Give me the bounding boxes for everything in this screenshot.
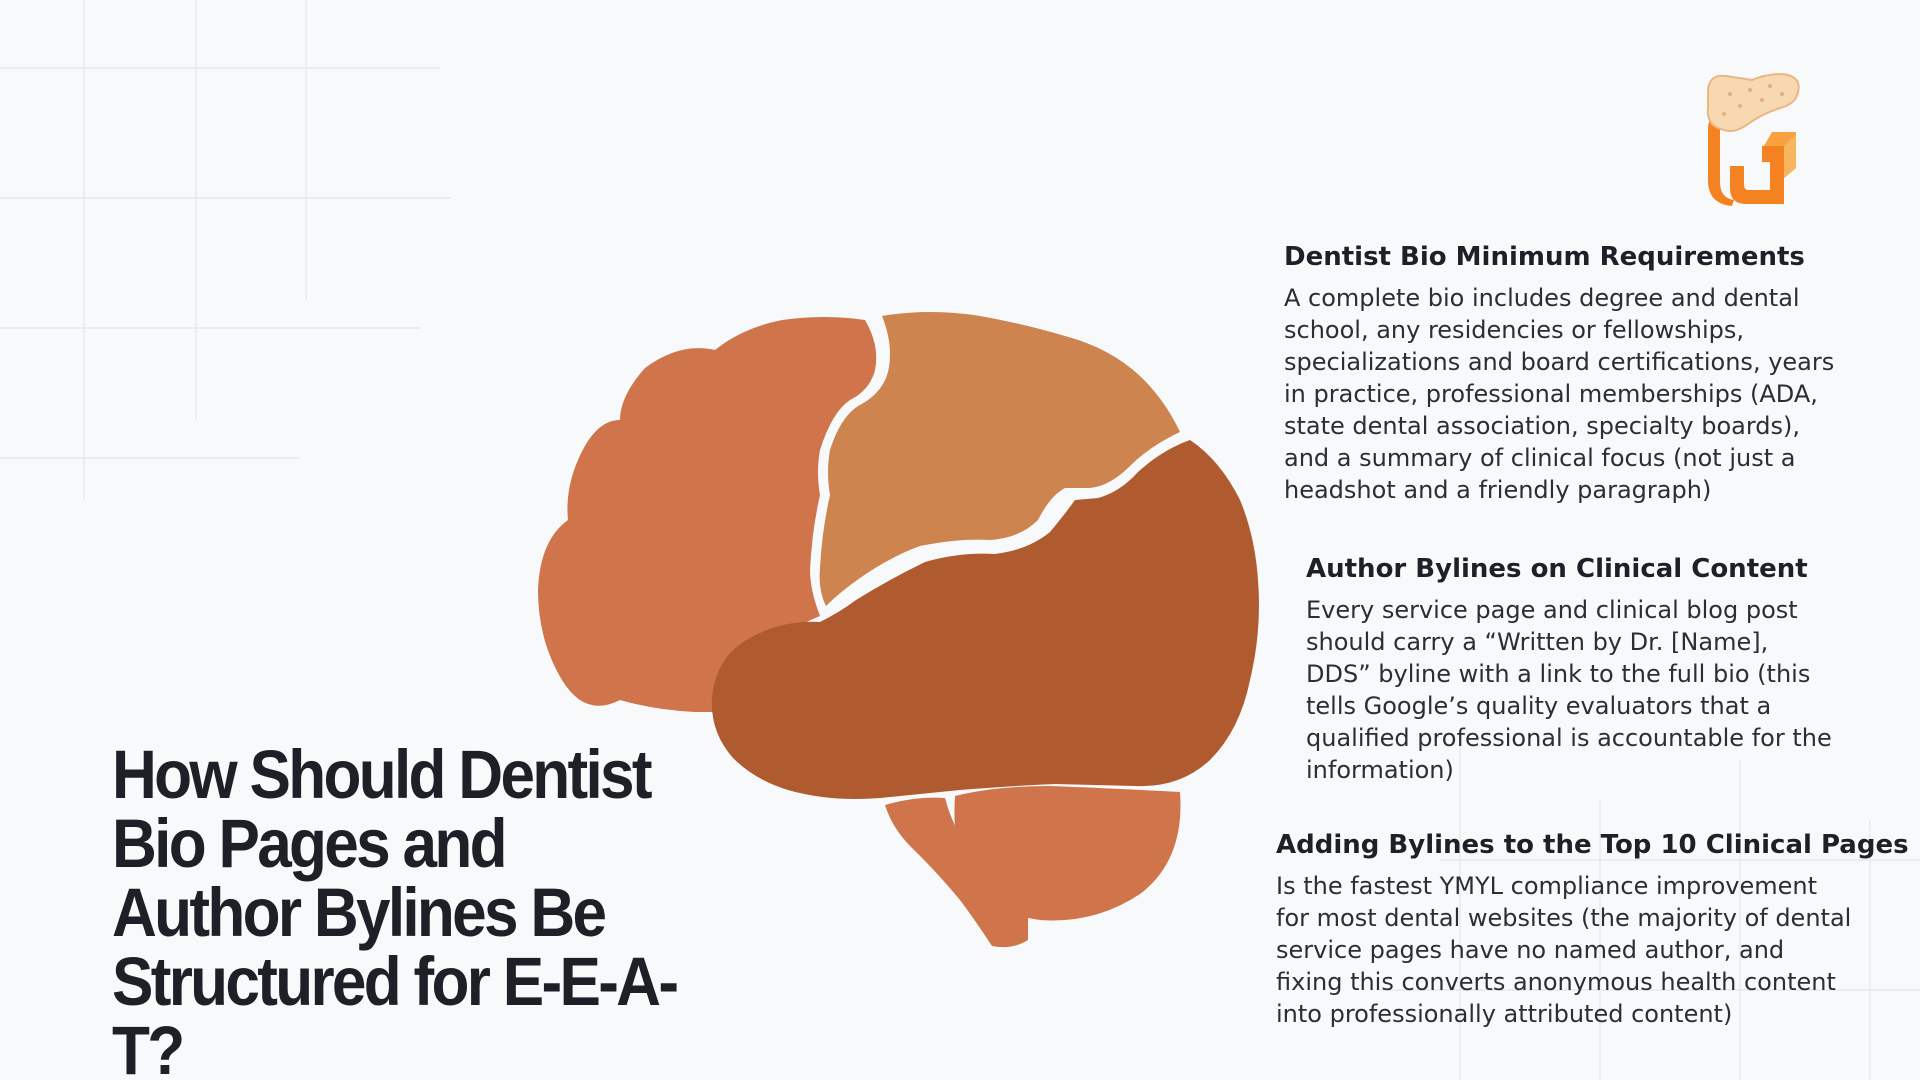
brain-stem (885, 797, 1028, 948)
section-bio-requirements: Dentist Bio Minimum Requirements A compl… (1284, 240, 1844, 506)
background-grid-top-left (0, 0, 450, 500)
section-body: Is the fastest YMYL compliance improveme… (1276, 872, 1852, 1028)
section-body: A complete bio includes degree and denta… (1284, 284, 1835, 504)
page-title: How Should Dentist Bio Pages and Author … (112, 736, 679, 1080)
tooth-g-logo-icon (1706, 72, 1800, 206)
section-title: Author Bylines on Clinical Content (1306, 554, 1808, 584)
section-title: Dentist Bio Minimum Requirements (1284, 242, 1805, 272)
brain-frontal-lobe (538, 317, 877, 712)
brain-icon (538, 312, 1259, 948)
brain-cerebellum (954, 786, 1181, 921)
section-body: Every service page and clinical blog pos… (1306, 596, 1832, 784)
brain-temporal-lobe (711, 440, 1259, 799)
section-top-clinical-pages: Adding Bylines to the Top 10 Clinical Pa… (1276, 828, 1909, 1030)
section-title: Adding Bylines to the Top 10 Clinical Pa… (1276, 830, 1909, 860)
brain-parietal-lobe (819, 312, 1180, 606)
section-author-bylines: Author Bylines on Clinical Content Every… (1306, 552, 1836, 786)
